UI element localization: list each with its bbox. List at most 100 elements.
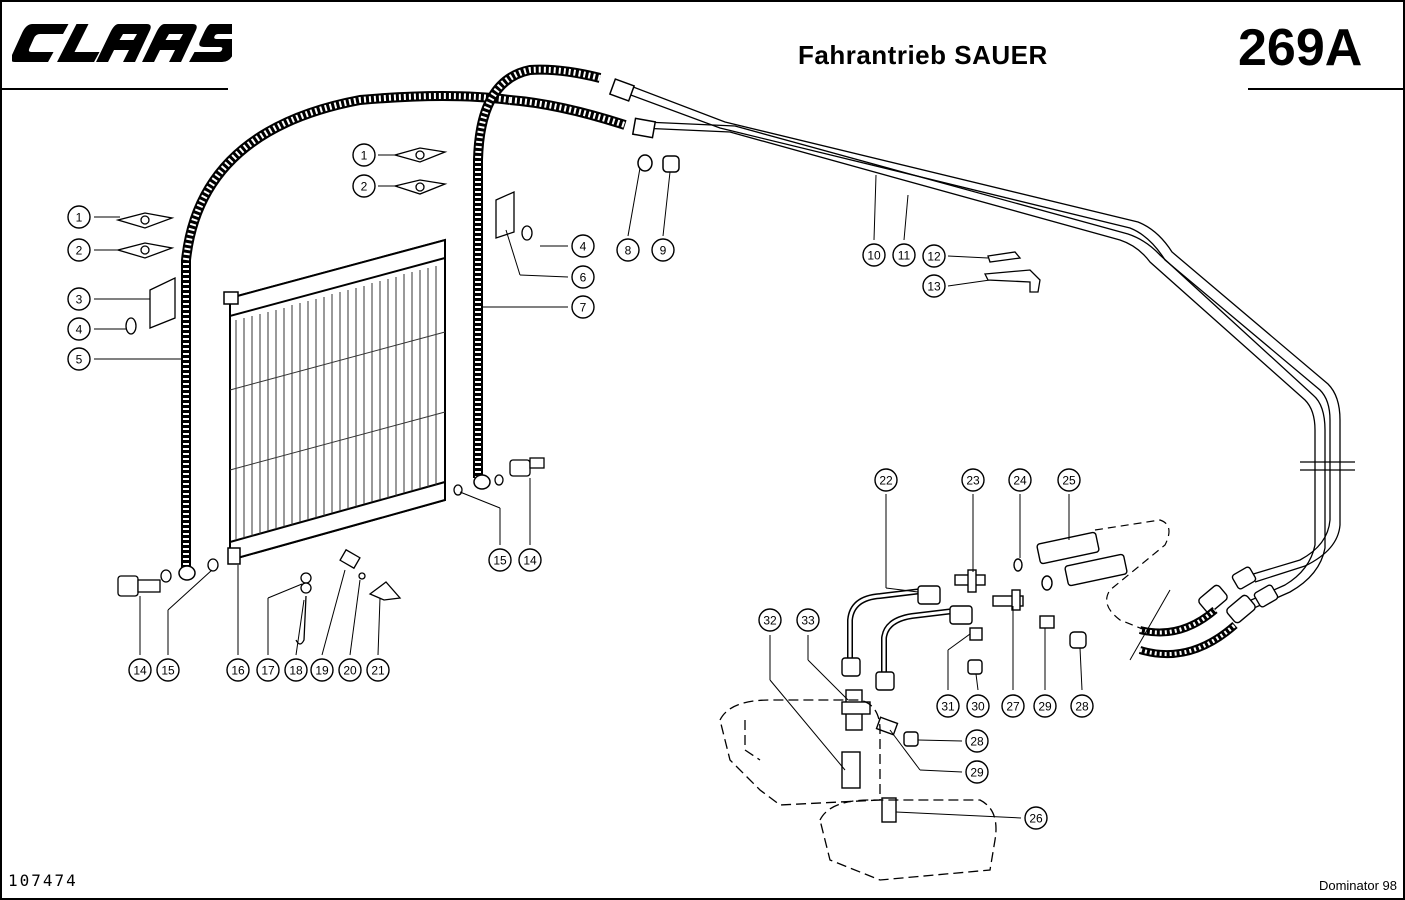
callout-circle xyxy=(966,694,990,718)
callout-circle xyxy=(936,694,960,718)
callout-6: 6 xyxy=(571,265,595,289)
callout-number: 1 xyxy=(76,211,83,225)
callout-number: 27 xyxy=(1006,700,1020,714)
callout-25: 25 xyxy=(1057,468,1081,492)
callout-2: 2 xyxy=(352,174,376,198)
callout-number: 10 xyxy=(867,249,881,263)
callout-1: 1 xyxy=(67,205,91,229)
callout-13: 13 xyxy=(922,274,946,298)
callout-31: 31 xyxy=(936,694,960,718)
callout-number: 17 xyxy=(261,664,275,678)
callout-29: 29 xyxy=(1033,694,1057,718)
callout-number: 15 xyxy=(493,554,507,568)
callout-number: 20 xyxy=(343,664,357,678)
callout-17: 17 xyxy=(256,658,280,682)
callout-number: 14 xyxy=(523,554,537,568)
callout-circle xyxy=(156,658,180,682)
callout-number: 12 xyxy=(927,250,941,264)
callout-23: 23 xyxy=(961,468,985,492)
callout-circle xyxy=(571,295,595,319)
callout-circle xyxy=(518,548,542,572)
callout-number: 15 xyxy=(161,664,175,678)
lower-fittings xyxy=(841,531,1279,823)
callout-circle xyxy=(1070,694,1094,718)
callout-number: 7 xyxy=(580,301,587,315)
callout-10: 10 xyxy=(862,243,886,267)
callout-26: 26 xyxy=(1024,806,1048,830)
callout-circle xyxy=(965,760,989,784)
callout-number: 29 xyxy=(1038,700,1052,714)
callout-number: 19 xyxy=(315,664,329,678)
callout-circle xyxy=(226,658,250,682)
claas-logo xyxy=(12,24,232,62)
callout-29: 29 xyxy=(965,760,989,784)
callout-number: 3 xyxy=(76,293,83,307)
callout-number: 26 xyxy=(1029,812,1043,826)
callout-circle xyxy=(366,658,390,682)
callout-circle xyxy=(1008,468,1032,492)
leader-lines xyxy=(94,154,1083,819)
document-number: 107474 xyxy=(8,871,78,890)
callout-9: 9 xyxy=(651,238,675,262)
callout-number: 11 xyxy=(898,249,911,263)
callout-circle xyxy=(67,287,91,311)
callout-circle xyxy=(352,143,376,167)
callout-circle xyxy=(67,347,91,371)
callout-number: 2 xyxy=(76,244,83,258)
callout-number: 6 xyxy=(580,271,587,285)
callout-circle xyxy=(128,658,152,682)
pump-outline xyxy=(719,699,997,881)
flange-plates xyxy=(115,147,1041,335)
callout-number: 29 xyxy=(970,766,984,780)
callout-33: 33 xyxy=(796,608,820,632)
callout-28: 28 xyxy=(1070,694,1094,718)
oil-cooler xyxy=(223,238,446,565)
callout-circle xyxy=(67,205,91,229)
callout-circle xyxy=(338,658,362,682)
flex-hose-bundle xyxy=(1094,519,1238,661)
callout-number: 4 xyxy=(76,323,83,337)
callout-circle xyxy=(922,274,946,298)
callout-number: 4 xyxy=(580,240,587,254)
callout-circle xyxy=(310,658,334,682)
callout-circle xyxy=(67,238,91,262)
callout-number: 8 xyxy=(625,244,632,258)
callout-7: 7 xyxy=(571,295,595,319)
callout-11: 11 xyxy=(892,243,916,267)
callout-circle xyxy=(1001,694,1025,718)
callout-3: 3 xyxy=(67,287,91,311)
callout-1: 1 xyxy=(352,143,376,167)
callout-18: 18 xyxy=(284,658,308,682)
callout-number: 24 xyxy=(1013,474,1027,488)
callout-number: 22 xyxy=(879,474,893,488)
callout-circle xyxy=(1057,468,1081,492)
callout-circle xyxy=(256,658,280,682)
callout-number: 31 xyxy=(941,700,955,714)
callout-number: 14 xyxy=(133,664,147,678)
callout-19: 19 xyxy=(310,658,334,682)
header-rule-left xyxy=(0,88,228,90)
pipe-fittings-top xyxy=(608,78,680,173)
page-number: 269A xyxy=(1238,19,1363,77)
callout-24: 24 xyxy=(1008,468,1032,492)
callout-circle xyxy=(758,608,782,632)
callout-number: 21 xyxy=(371,664,385,678)
callout-number: 9 xyxy=(660,244,667,258)
callout-28: 28 xyxy=(965,729,989,753)
callout-14: 14 xyxy=(518,548,542,572)
callout-circle xyxy=(961,468,985,492)
model-label: Dominator 98 xyxy=(1318,878,1397,893)
callout-4: 4 xyxy=(571,234,595,258)
callout-circle xyxy=(892,243,916,267)
callout-number: 1 xyxy=(361,149,368,163)
callout-number: 32 xyxy=(763,614,777,628)
callout-2: 2 xyxy=(67,238,91,262)
callout-circle xyxy=(1033,694,1057,718)
callout-number: 28 xyxy=(1075,700,1089,714)
callout-number: 18 xyxy=(289,664,303,678)
callout-circle xyxy=(862,243,886,267)
callout-circle xyxy=(874,468,898,492)
callout-15: 15 xyxy=(488,548,512,572)
callout-circle xyxy=(651,238,675,262)
